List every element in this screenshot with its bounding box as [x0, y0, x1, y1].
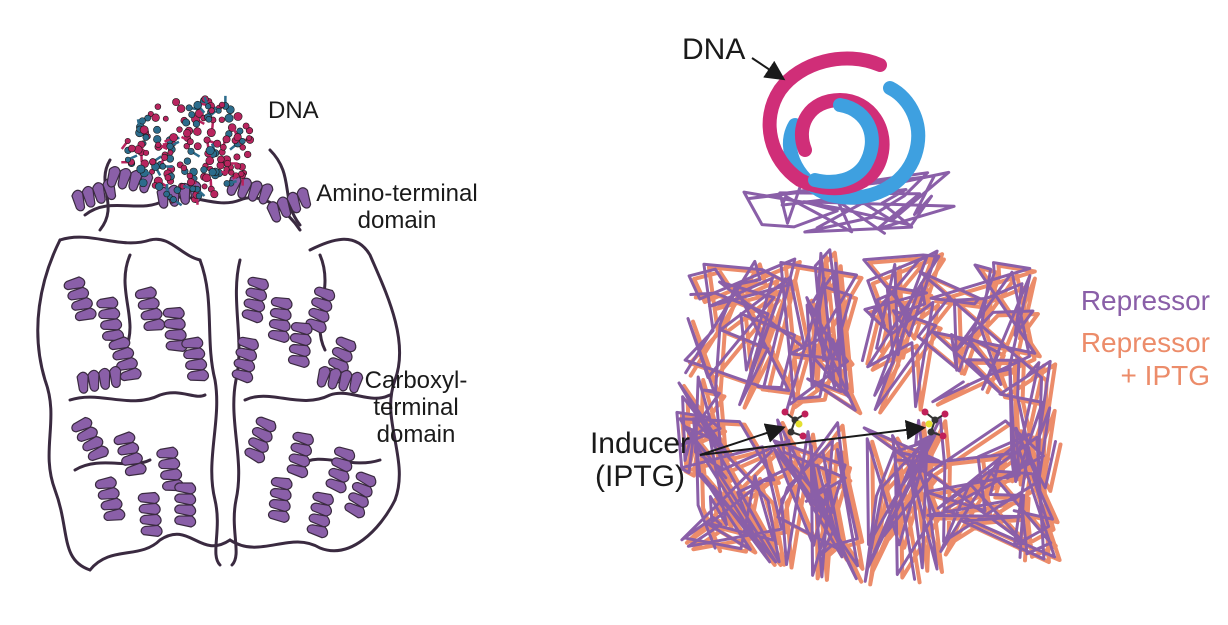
- amino-label-line2: domain: [302, 207, 492, 234]
- helix-ribbon: [231, 337, 259, 384]
- helix-ribbon: [241, 277, 269, 324]
- helix-ribbon: [181, 336, 209, 383]
- carboxyl-terminal-domain-label: Carboxyl- terminal domain: [356, 367, 476, 448]
- helix-ribbon: [94, 476, 125, 524]
- legend-repressor-iptg-line2: + IPTG: [1040, 359, 1210, 392]
- dna-strand-b-front: [815, 105, 872, 182]
- helix-ribbon: [268, 297, 293, 343]
- helix-ribbon: [96, 296, 124, 343]
- helix-ribbon: [306, 492, 334, 539]
- amino-terminal-domain-label: Amino-terminal domain: [302, 180, 492, 234]
- right-structure: [677, 58, 1061, 584]
- inducer-label-line1: Inducer: [578, 427, 702, 460]
- inducer-label: Inducer (IPTG): [578, 427, 702, 493]
- helix-ribbon: [288, 322, 313, 368]
- helix-ribbon: [175, 483, 196, 527]
- dna-rings: [770, 58, 919, 197]
- legend-repressor-iptg-line1: Repressor: [1040, 326, 1210, 359]
- dna-arrow: [752, 58, 782, 78]
- helix-ribbon: [76, 366, 123, 394]
- carboxyl-label-line1: Carboxyl-: [356, 367, 476, 394]
- legend-repressor: Repressor: [1040, 284, 1210, 317]
- right-dna-label: DNA: [682, 33, 745, 66]
- helix-ribbon: [324, 446, 355, 494]
- helix-ribbon: [113, 431, 148, 479]
- helix-ribbon: [243, 416, 278, 464]
- carboxyl-label-line2: terminal: [356, 394, 476, 421]
- helix-ribbon: [268, 477, 293, 523]
- helix-ribbon: [70, 416, 110, 465]
- left-dna-label: DNA: [268, 97, 319, 124]
- helix-ribbon: [138, 492, 163, 538]
- amino-label-line1: Amino-terminal: [302, 180, 492, 207]
- left-structure: [38, 96, 400, 570]
- legend-repressor-iptg: Repressor + IPTG: [1040, 326, 1210, 392]
- helix-ribbon: [63, 276, 98, 324]
- helix-ribbon: [134, 286, 165, 334]
- carboxyl-label-line3: domain: [356, 421, 476, 448]
- helix-ribbon: [286, 432, 314, 479]
- inducer-label-line2: (IPTG): [578, 460, 702, 493]
